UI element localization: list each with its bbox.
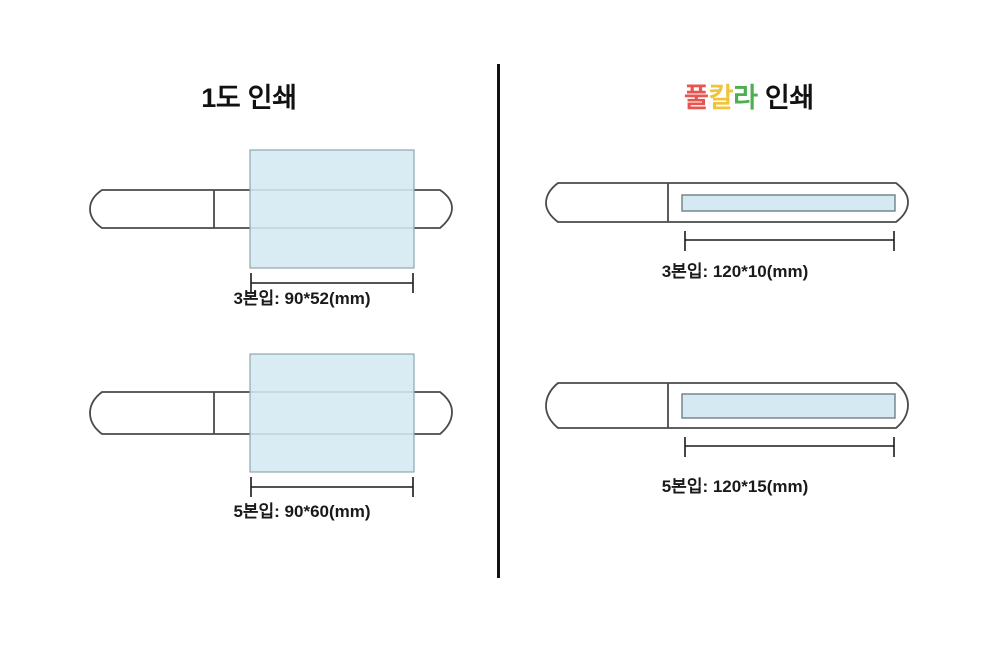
title-char-kal: 칼: [708, 83, 734, 113]
caption-full-color-5pack: 5본입: 120*15(mm): [661, 477, 809, 496]
diagram-one-color-5pack: [80, 347, 480, 512]
caption-one-color-3pack: 3본입: 90*52(mm): [233, 289, 371, 308]
panel-divider: [497, 64, 500, 578]
title-char-pul: 풀: [684, 83, 709, 113]
diagram-full-color-5pack: [530, 368, 930, 498]
dimension-line: [684, 231, 895, 251]
caption-one-color-5pack: 5본입: 90*60(mm): [233, 502, 371, 521]
panel-title-one-color: 1도 인쇄: [201, 83, 297, 113]
print-area-rect: [681, 194, 896, 212]
caption-full-color-3pack: 3본입: 120*10(mm): [661, 262, 809, 281]
dimension-line: [684, 437, 895, 457]
print-area-rect: [249, 149, 415, 269]
print-area-rect: [249, 353, 415, 473]
dimension-line: [250, 477, 414, 497]
diagram-one-color-3pack: [80, 140, 480, 300]
print-area-rect: [681, 393, 896, 419]
diagram-full-color-3pack: [530, 165, 930, 295]
title-char-ra: 라: [733, 83, 758, 113]
dimension-line: [250, 273, 414, 293]
panel-title-full-color: 풀칼라 인쇄: [498, 85, 1000, 112]
title-word-inswae: 인쇄: [757, 83, 814, 113]
